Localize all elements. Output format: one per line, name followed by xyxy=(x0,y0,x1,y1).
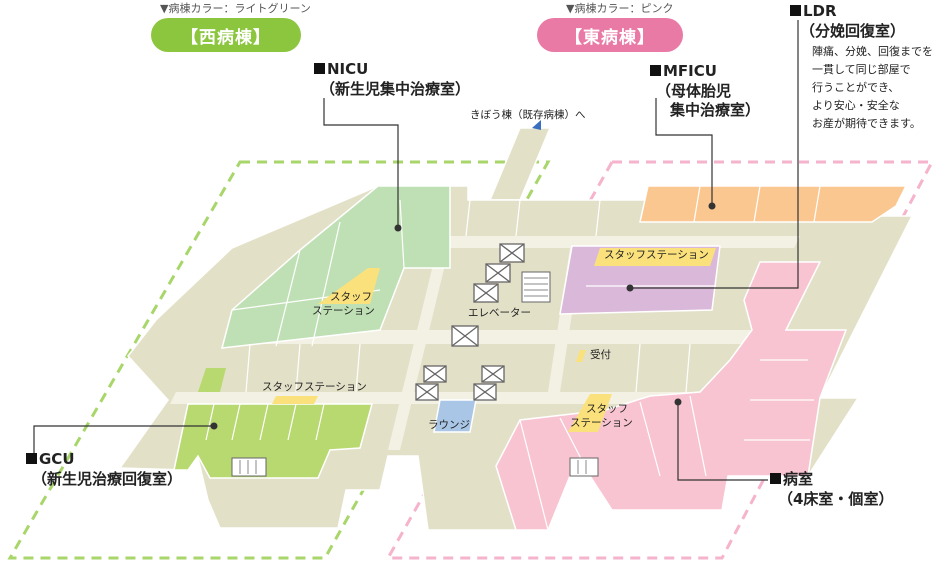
elevator-icons xyxy=(415,243,525,401)
gcu-subtitle: （新生児治療回復室） xyxy=(32,470,183,488)
staff-station-w-label: スタッフステーション xyxy=(262,381,367,393)
stairs-icons xyxy=(231,271,599,477)
ldr-description-line: より安心・安全な xyxy=(812,99,900,112)
staff-station-se-label-2: ステーション xyxy=(570,417,633,429)
reception-desk xyxy=(576,350,586,362)
east-ward-badge: 【東病棟】 xyxy=(537,18,683,52)
east-ward-color-note: ▼病棟カラー：ピンク xyxy=(566,2,674,15)
stairs-steps xyxy=(239,277,587,474)
kibou-arrow-icon xyxy=(532,120,541,130)
staff-station-nw-label-2: ステーション xyxy=(312,305,375,317)
staff-station-se-label-1: スタッフ xyxy=(586,403,628,415)
mficu-area xyxy=(639,185,908,223)
mficu-subtitle-2: 集中治療室） xyxy=(670,101,761,119)
nicu-label: NICU xyxy=(314,60,368,79)
staff-station-se xyxy=(568,394,612,432)
ldr-description-line: お産が期待できます。 xyxy=(812,117,921,130)
lounge-area xyxy=(433,399,477,433)
kibou-label: きぼう棟（既存病棟）へ xyxy=(470,109,586,121)
mficu-subtitle-1: （母体胎児 xyxy=(656,82,732,100)
mficu-label: MFICU xyxy=(650,62,717,81)
ward-room-label: 病室 xyxy=(770,470,813,489)
west-ward-badge: 【西病棟】 xyxy=(151,18,301,52)
nicu-subtitle: （新生児集中治療室） xyxy=(320,80,471,98)
elevator-label: エレベーター xyxy=(468,307,531,319)
west-ward-color-note: ▼病棟カラー：ライトグリーン xyxy=(160,2,311,15)
gcu-area xyxy=(173,403,373,479)
lounge-label: ラウンジ xyxy=(428,419,470,431)
staff-station-ne-label: スタッフステーション xyxy=(604,249,709,261)
staff-station-nw-label-1: スタッフ xyxy=(330,291,372,303)
ldr-description: 陣痛、分娩、回復までを 一貫して同じ部屋で 行うことができ、 より安心・安全な … xyxy=(812,43,933,133)
ward-room-subtitle: （4床室・個室） xyxy=(778,490,894,508)
gcu-side xyxy=(198,368,226,392)
gcu-label: GCU xyxy=(26,450,75,469)
east-ward-frame xyxy=(385,160,935,560)
ldr-description-line: 一貫して同じ部屋で xyxy=(812,63,911,76)
staff-station-w xyxy=(272,396,318,404)
staff-station-nw xyxy=(318,268,380,304)
ldr-subtitle: （分娩回復室） xyxy=(800,22,906,40)
leader-dots xyxy=(210,202,716,430)
staff-station-ne xyxy=(594,248,716,266)
ldr-description-line: 行うことができ、 xyxy=(812,81,900,94)
leader-lines xyxy=(33,20,799,481)
ldr-label: LDR xyxy=(790,2,837,21)
nicu-area xyxy=(220,185,451,349)
reception-label: 受付 xyxy=(590,349,611,361)
kibou-connector xyxy=(488,127,552,201)
ldr-description-line: 陣痛、分娩、回復までを xyxy=(812,45,933,58)
